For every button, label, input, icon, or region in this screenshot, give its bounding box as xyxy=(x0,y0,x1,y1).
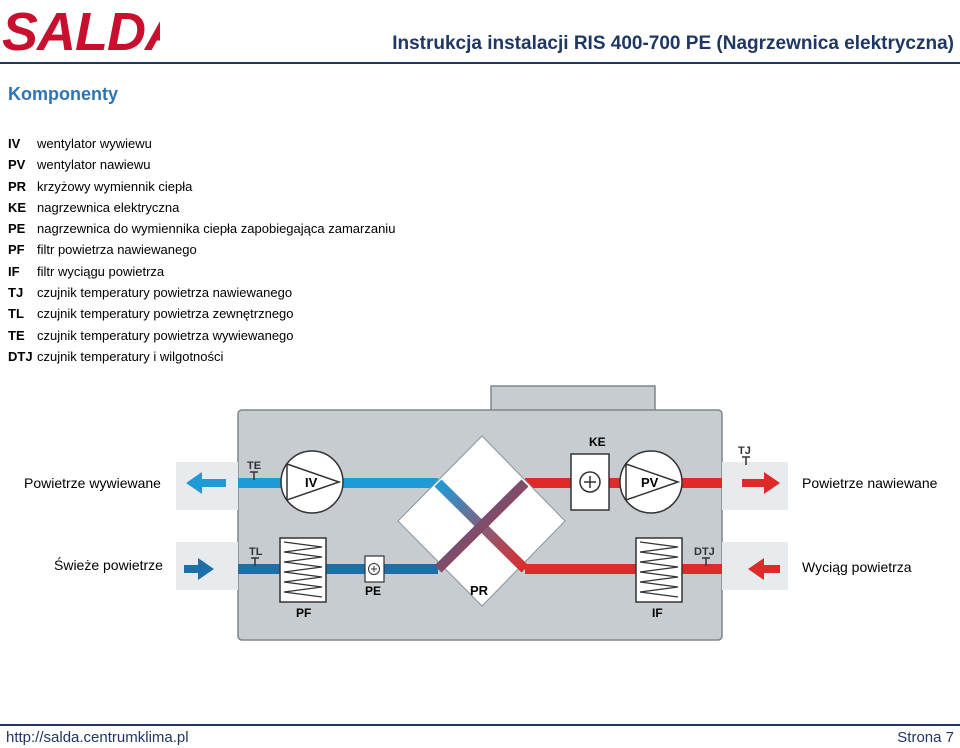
legend-desc: filtr powietrza nawiewanego xyxy=(37,242,197,258)
tl-label: TL xyxy=(249,546,263,558)
legend-desc: czujnik temperatury i wilgotności xyxy=(37,348,224,364)
legend-desc: nagrzewnica do wymiennika ciepła zapobie… xyxy=(37,221,396,237)
legend-desc: czujnik temperatury powietrza nawiewaneg… xyxy=(37,285,293,301)
legend-desc: krzyżowy wymiennik ciepła xyxy=(37,178,193,194)
footer-divider xyxy=(0,724,960,726)
unit-top-box xyxy=(490,385,656,413)
pv-label: PV xyxy=(641,475,659,490)
header-divider xyxy=(0,62,960,64)
logo-text: SALDA xyxy=(2,2,160,58)
legend-row: TJ czujnik temperatury powietrza nawiewan… xyxy=(8,282,395,303)
tl-sensor-icon xyxy=(251,557,259,566)
pf-label: PF xyxy=(296,606,311,620)
dtj-label: DTJ xyxy=(694,546,715,558)
legend-desc: nagrzewnica elektryczna xyxy=(37,199,180,215)
te-label: TE xyxy=(247,460,261,472)
component-legend: IV wentylator wywiewu PV wentylator nawiew… xyxy=(8,133,395,367)
legend-desc: filtr wyciągu powietrza xyxy=(37,263,165,279)
legend-code: IV xyxy=(8,136,21,151)
fresh-arrow-icon xyxy=(184,558,214,580)
legend-code: KE xyxy=(8,199,27,215)
te-sensor-icon xyxy=(250,471,258,480)
legend-code: PF xyxy=(8,242,25,258)
extract-air-label: Wyciąg powietrza xyxy=(802,559,912,575)
legend-row: TE czujnik temperatury powietrza wywiewan… xyxy=(8,325,395,346)
legend-code: IF xyxy=(8,263,20,279)
legend-desc: czujnik temperatury powietrza wywiewaneg… xyxy=(37,327,294,343)
section-title: Komponenty xyxy=(8,84,118,104)
legend-row: PE nagrzewnica do wymiennika ciepła zapob… xyxy=(8,218,395,239)
tj-sensor-icon xyxy=(742,456,750,465)
supply-air-label: Powietrze nawiewane xyxy=(802,475,938,491)
page-number: Strona 7 xyxy=(897,729,954,746)
supply-fan-arrow xyxy=(625,462,681,502)
legend-row: IF filtr wyciągu powietrza xyxy=(8,261,395,282)
footer-url-link[interactable]: http://salda.centrumklima.pl xyxy=(6,729,189,746)
document-title: Instrukcja instalacji RIS 400-700 PE (Na… xyxy=(392,33,954,54)
exhaust-arrow-icon xyxy=(186,472,226,494)
legend-row: TL czujnik temperatury powietrza zewnętrz… xyxy=(8,303,395,324)
legend-code: TJ xyxy=(8,285,24,301)
legend-row: PR krzyżowy wymiennik ciepła xyxy=(8,176,395,197)
legend-desc: wentylator wywiewu xyxy=(37,136,152,151)
extract-duct xyxy=(525,564,722,574)
tj-label: TJ xyxy=(738,445,751,457)
legend-code: PR xyxy=(8,178,27,194)
legend-code: PV xyxy=(8,157,26,173)
supply-filter-pleats xyxy=(283,541,323,598)
exchanger-flow-b xyxy=(434,479,529,573)
dtj-sensor-icon xyxy=(702,557,710,566)
if-label: IF xyxy=(652,606,663,620)
fresh-air-label: Świeże powietrze xyxy=(54,556,163,573)
legend-row: KE nagrzewnica elektryczna xyxy=(8,197,395,218)
supply-arrow-icon xyxy=(742,472,780,494)
exhaust-air-label: Powietrze wywiewane xyxy=(24,475,161,491)
fresh-duct xyxy=(238,564,438,574)
legend-row: PF filtr powietrza nawiewanego xyxy=(8,239,395,260)
airflow-diagram: IV PV KE PF IF PE PR TE TJ TL DTJ Powiet… xyxy=(24,385,938,641)
ke-label: KE xyxy=(589,435,606,449)
exhaust-fan-arrow xyxy=(286,462,342,502)
extract-filter-pleats xyxy=(639,541,679,598)
salda-logo: SALDA xyxy=(2,2,160,58)
legend-code: DTJ xyxy=(8,348,33,364)
legend-desc: wentylator nawiewu xyxy=(37,157,151,173)
legend-code: TL xyxy=(8,306,24,322)
legend-code: PE xyxy=(8,221,26,237)
legend-desc: czujnik temperatury powietrza zewnętrzne… xyxy=(37,306,294,322)
pe-label: PE xyxy=(365,584,381,598)
extract-arrow-icon xyxy=(748,558,780,580)
iv-label: IV xyxy=(305,475,318,490)
legend-code: TE xyxy=(8,327,25,343)
pr-label: PR xyxy=(470,583,489,598)
legend-row: IV wentylator wywiewu xyxy=(8,133,395,154)
legend-row: PV wentylator nawiewu xyxy=(8,154,395,175)
